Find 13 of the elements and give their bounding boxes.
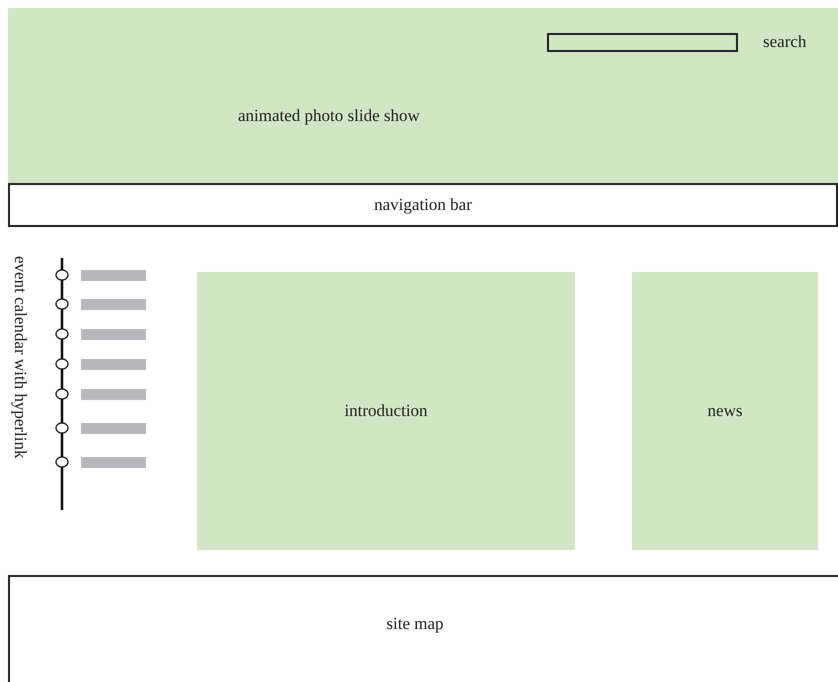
section-label: site map xyxy=(386,614,444,634)
navigation-bar xyxy=(8,183,838,227)
calendar-label: event calendar with hyperlink xyxy=(10,256,30,459)
section-label: news xyxy=(708,401,742,421)
search-field xyxy=(547,33,738,52)
footer-panel xyxy=(8,575,838,682)
section-label: animated photo slide show xyxy=(238,106,420,126)
content-panel xyxy=(197,272,575,550)
field-label: search xyxy=(763,32,806,52)
header-banner xyxy=(8,8,838,183)
content-panel xyxy=(632,272,818,550)
section-label: navigation bar xyxy=(374,195,472,215)
section-label: introduction xyxy=(344,401,428,421)
